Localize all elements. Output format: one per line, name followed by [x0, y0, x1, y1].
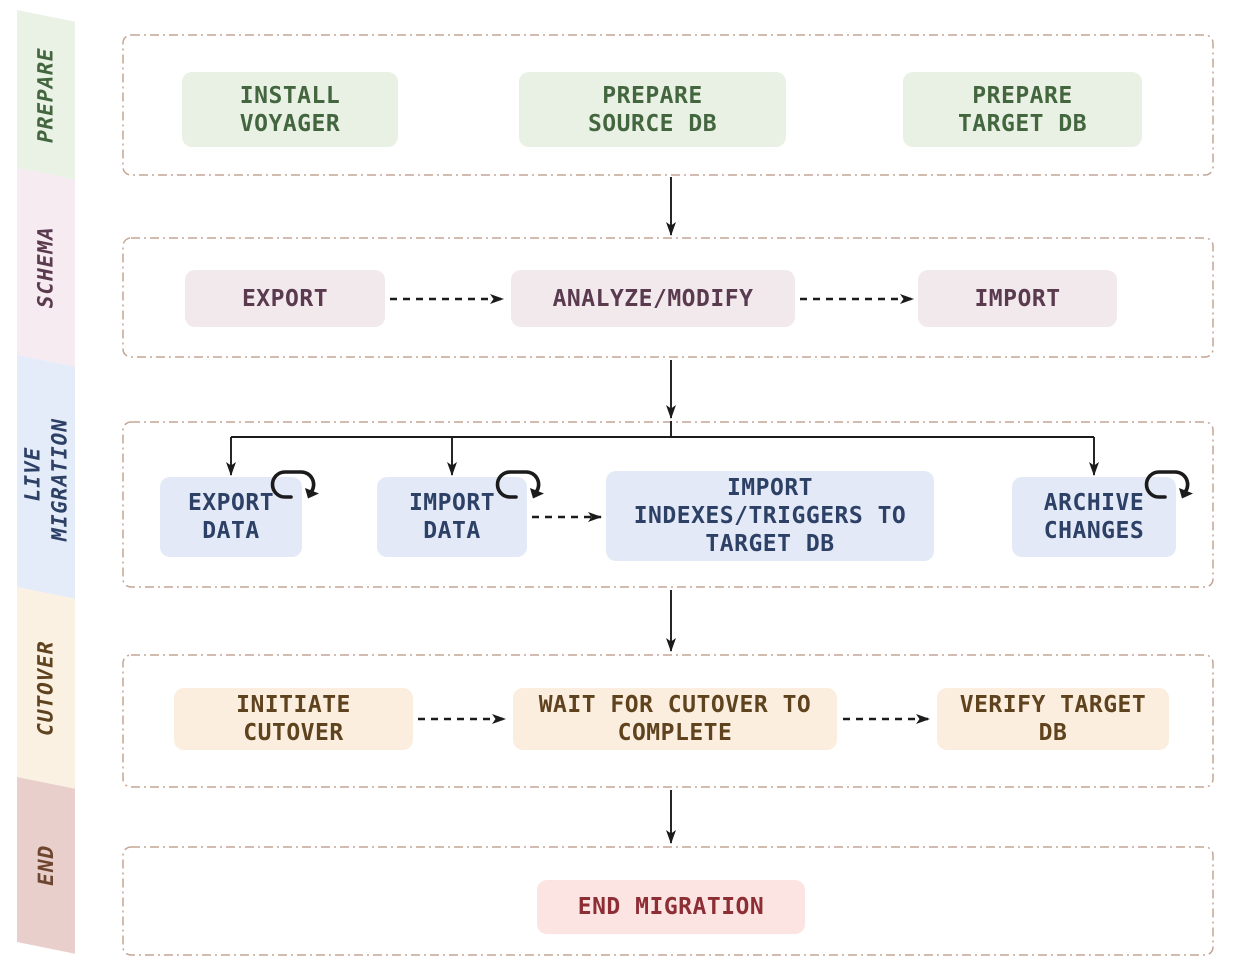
band-cutover: CUTOVER — [17, 587, 75, 789]
stage-band: PREPARE SCHEMA LIVE MIGRATION CUTOVER EN… — [17, 10, 75, 954]
band-end: END — [17, 777, 75, 954]
row-border — [122, 237, 1214, 358]
band-label-prepare: PREPARE — [33, 44, 58, 145]
row-end: END MIGRATION — [122, 846, 1214, 956]
row-cutover: INITIATE CUTOVER WAIT FOR CUTOVER TO COM… — [122, 654, 1214, 788]
row-live-migration: EXPORT DATA IMPORT DATA IMPORT INDEXES/T… — [122, 421, 1214, 588]
row-prepare: INSTALL VOYAGER PREPARE SOURCE DB PREPAR… — [122, 34, 1214, 176]
node-export-data[interactable]: EXPORT DATA — [160, 477, 302, 557]
node-wait-for-cutover[interactable]: WAIT FOR CUTOVER TO COMPLETE — [513, 688, 837, 750]
band-label-cutover: CUTOVER — [33, 637, 58, 738]
band-label-schema: SCHEMA — [33, 223, 58, 311]
row-border-rect — [122, 237, 1214, 358]
band-prepare: PREPARE — [17, 10, 75, 180]
row-border — [122, 654, 1214, 788]
band-live-migration: LIVE MIGRATION — [17, 355, 75, 599]
row-border-rect — [122, 846, 1214, 956]
node-import-data[interactable]: IMPORT DATA — [377, 477, 527, 557]
row-border-rect — [122, 654, 1214, 788]
node-verify-target-db[interactable]: VERIFY TARGET DB — [937, 688, 1169, 750]
node-initiate-cutover[interactable]: INITIATE CUTOVER — [174, 688, 413, 750]
band-label-live-migration: LIVE MIGRATION — [20, 415, 72, 544]
node-import-indexes-triggers[interactable]: IMPORT INDEXES/TRIGGERS TO TARGET DB — [606, 471, 934, 561]
row-border-rect — [122, 34, 1214, 176]
band-label-end: END — [33, 842, 58, 889]
band-schema: SCHEMA — [17, 168, 75, 367]
node-export-schema[interactable]: EXPORT — [185, 270, 385, 327]
node-import-schema[interactable]: IMPORT — [918, 270, 1117, 327]
node-prepare-source-db[interactable]: PREPARE SOURCE DB — [519, 72, 786, 147]
row-border — [122, 34, 1214, 176]
row-schema: EXPORT ANALYZE/MODIFY IMPORT — [122, 237, 1214, 358]
node-install-voyager[interactable]: INSTALL VOYAGER — [182, 72, 398, 147]
node-analyze-modify-schema[interactable]: ANALYZE/MODIFY — [511, 270, 795, 327]
node-end-migration[interactable]: END MIGRATION — [537, 880, 805, 934]
node-archive-changes[interactable]: ARCHIVE CHANGES — [1012, 477, 1176, 557]
row-border — [122, 846, 1214, 956]
node-prepare-target-db[interactable]: PREPARE TARGET DB — [903, 72, 1142, 147]
